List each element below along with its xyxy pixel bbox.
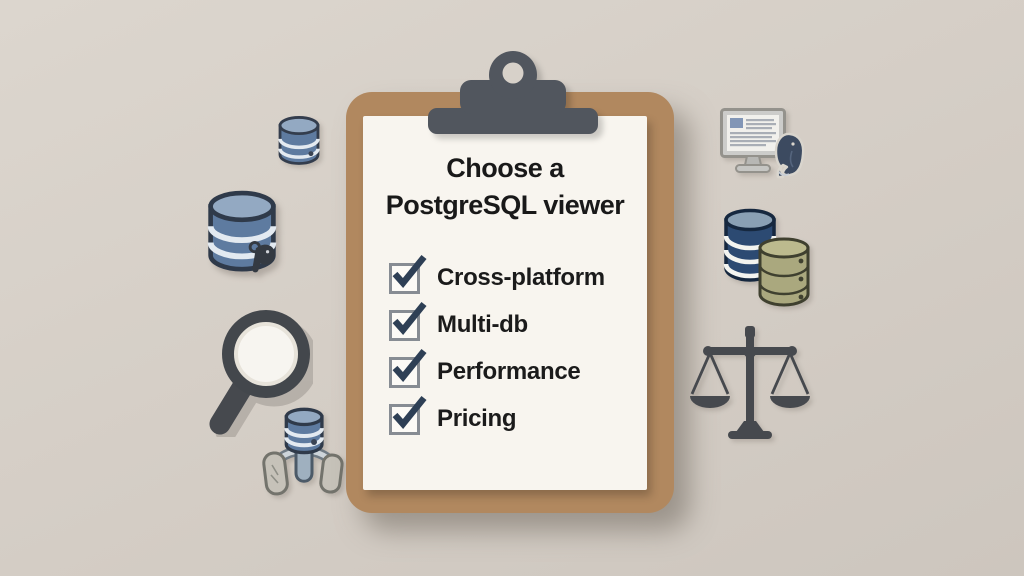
- monitor-document-icon: [720, 108, 786, 173]
- elephant-charm-icon: [248, 241, 275, 273]
- postgresql-elephant-icon: [774, 132, 805, 179]
- checklist-row: Multi-db: [389, 301, 605, 341]
- database-elephant-icon: [262, 407, 344, 496]
- database-stack-icon: [723, 208, 810, 307]
- title-line-1: Choose a: [446, 153, 564, 183]
- balance-scale-icon: [690, 326, 810, 439]
- checkbox-checked-icon: [389, 301, 427, 341]
- checklist-row: Performance: [389, 348, 605, 388]
- magnifying-glass-icon: [209, 310, 313, 437]
- checkbox-checked-icon: [389, 395, 427, 435]
- checklist-item-label: Pricing: [437, 405, 517, 432]
- checklist-item-label: Multi-db: [437, 311, 528, 338]
- small-database-icon: [278, 116, 320, 165]
- page-title: Choose a PostgreSQL viewer: [363, 150, 647, 224]
- checkbox-checked-icon: [389, 348, 427, 388]
- clipboard-clip-icon: [428, 51, 598, 134]
- large-database-icon: [207, 190, 277, 273]
- checklist-item-label: Cross-platform: [437, 264, 605, 291]
- checklist-row: Cross-platform: [389, 254, 605, 294]
- checklist-item-label: Performance: [437, 358, 581, 385]
- checklist: Cross-platform Multi-db Performance Pric…: [389, 254, 605, 435]
- title-line-2: PostgreSQL viewer: [385, 190, 625, 220]
- checklist-row: Pricing: [389, 395, 605, 435]
- checkbox-checked-icon: [389, 254, 427, 294]
